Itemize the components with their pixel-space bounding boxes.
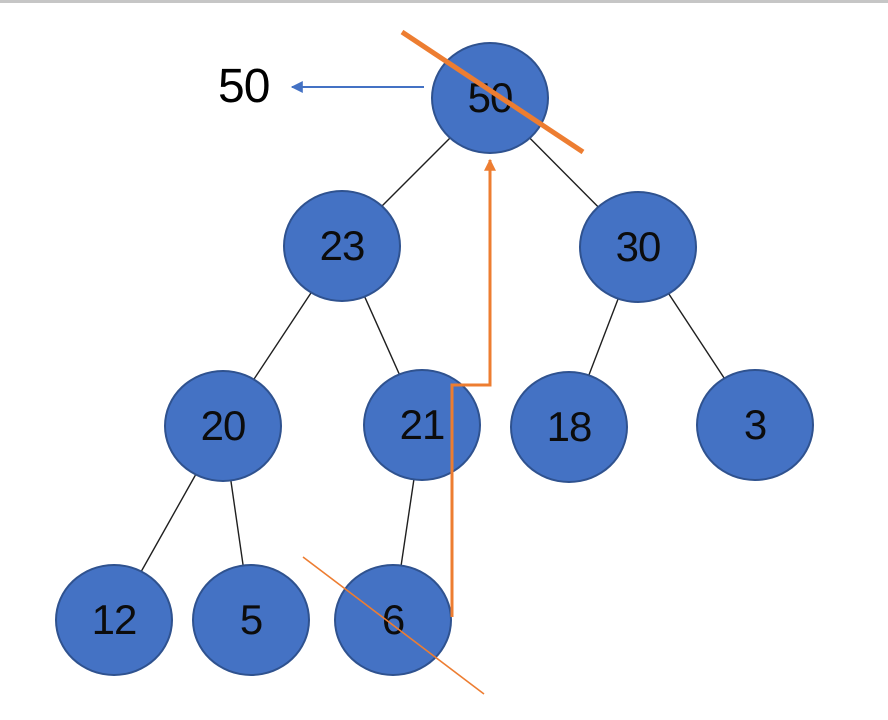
node-18: 18 [510,371,628,483]
node-3: 3 [696,369,814,481]
node-5: 5 [192,564,310,676]
node-50: 50 [431,42,549,154]
node-30: 30 [579,191,697,303]
node-12-value: 12 [91,596,138,643]
node-20: 20 [164,370,282,482]
node-12: 12 [55,564,173,676]
node-23: 23 [283,190,401,302]
extracted-value-label: 50 [218,60,270,113]
node-5-value: 5 [239,596,263,643]
node-3-value: 3 [743,401,767,448]
node-18-value: 18 [546,403,593,450]
node-21-value: 21 [399,401,446,448]
node-6: 6 [334,564,452,676]
node-50-value: 50 [467,74,514,121]
top-border-line [0,0,888,3]
node-20-value: 20 [200,402,247,449]
node-23-value: 23 [319,222,366,269]
node-6-value: 6 [381,596,405,643]
node-30-value: 30 [615,223,662,270]
node-21: 21 [363,369,481,481]
